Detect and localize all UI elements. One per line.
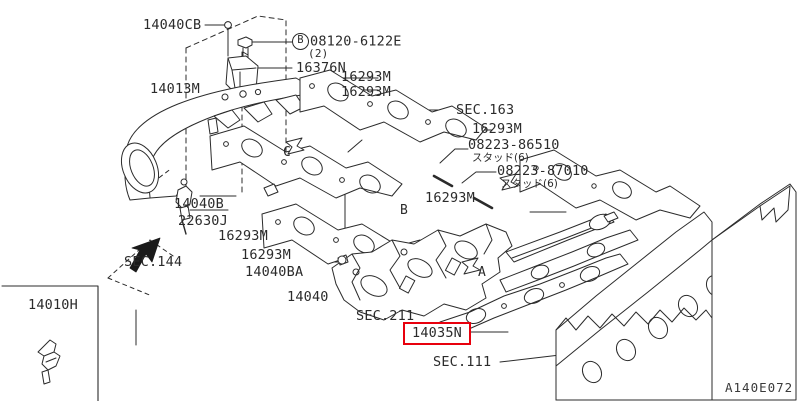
label-16293M-e: 16293M bbox=[218, 228, 268, 244]
label-16293M-f: 16293M bbox=[241, 247, 291, 263]
callout-c: C bbox=[283, 145, 292, 160]
label-16293M-c: 16293M bbox=[472, 121, 522, 137]
label-16293M-b: 16293M bbox=[341, 84, 391, 100]
label-14010H: 14010H bbox=[28, 297, 78, 313]
label-sec163: SEC.163 bbox=[456, 102, 515, 118]
label-stud-86510-jp: スタッド(6) bbox=[472, 152, 529, 164]
label-16293M-d: 16293M bbox=[425, 190, 475, 206]
label-16376N: 16376N bbox=[296, 60, 346, 76]
callout-b: B bbox=[400, 203, 409, 218]
label-16293M-a: 16293M bbox=[341, 69, 391, 85]
label-22630J: 22630J bbox=[178, 213, 228, 229]
label-sec211: SEC.211 bbox=[356, 308, 415, 324]
callout-a: A bbox=[478, 265, 487, 280]
label-14013M: 14013M bbox=[150, 81, 200, 97]
label-14040: 14040 bbox=[287, 289, 329, 305]
badge-b-icon: B bbox=[292, 33, 309, 50]
label-14040B: 14040B bbox=[174, 196, 224, 212]
diagram-reference-code: A140E072 bbox=[725, 380, 794, 395]
highlighted-part-14035N[interactable]: 14035N bbox=[403, 322, 471, 345]
label-stud-87010: 08223-87010 bbox=[497, 163, 589, 179]
label-14035N: 14035N bbox=[412, 325, 462, 342]
label-sec111: SEC.111 bbox=[433, 354, 492, 370]
label-stud-87010-jp: スタッド(6) bbox=[501, 178, 558, 190]
label-14040CB: 14040CB bbox=[143, 17, 202, 33]
label-bolt-qty: (2) bbox=[308, 47, 329, 60]
label-stud-86510: 08223-86510 bbox=[468, 137, 560, 153]
label-14040BA: 14040BA bbox=[245, 264, 304, 280]
label-sec144: SEC.144 bbox=[124, 254, 183, 270]
